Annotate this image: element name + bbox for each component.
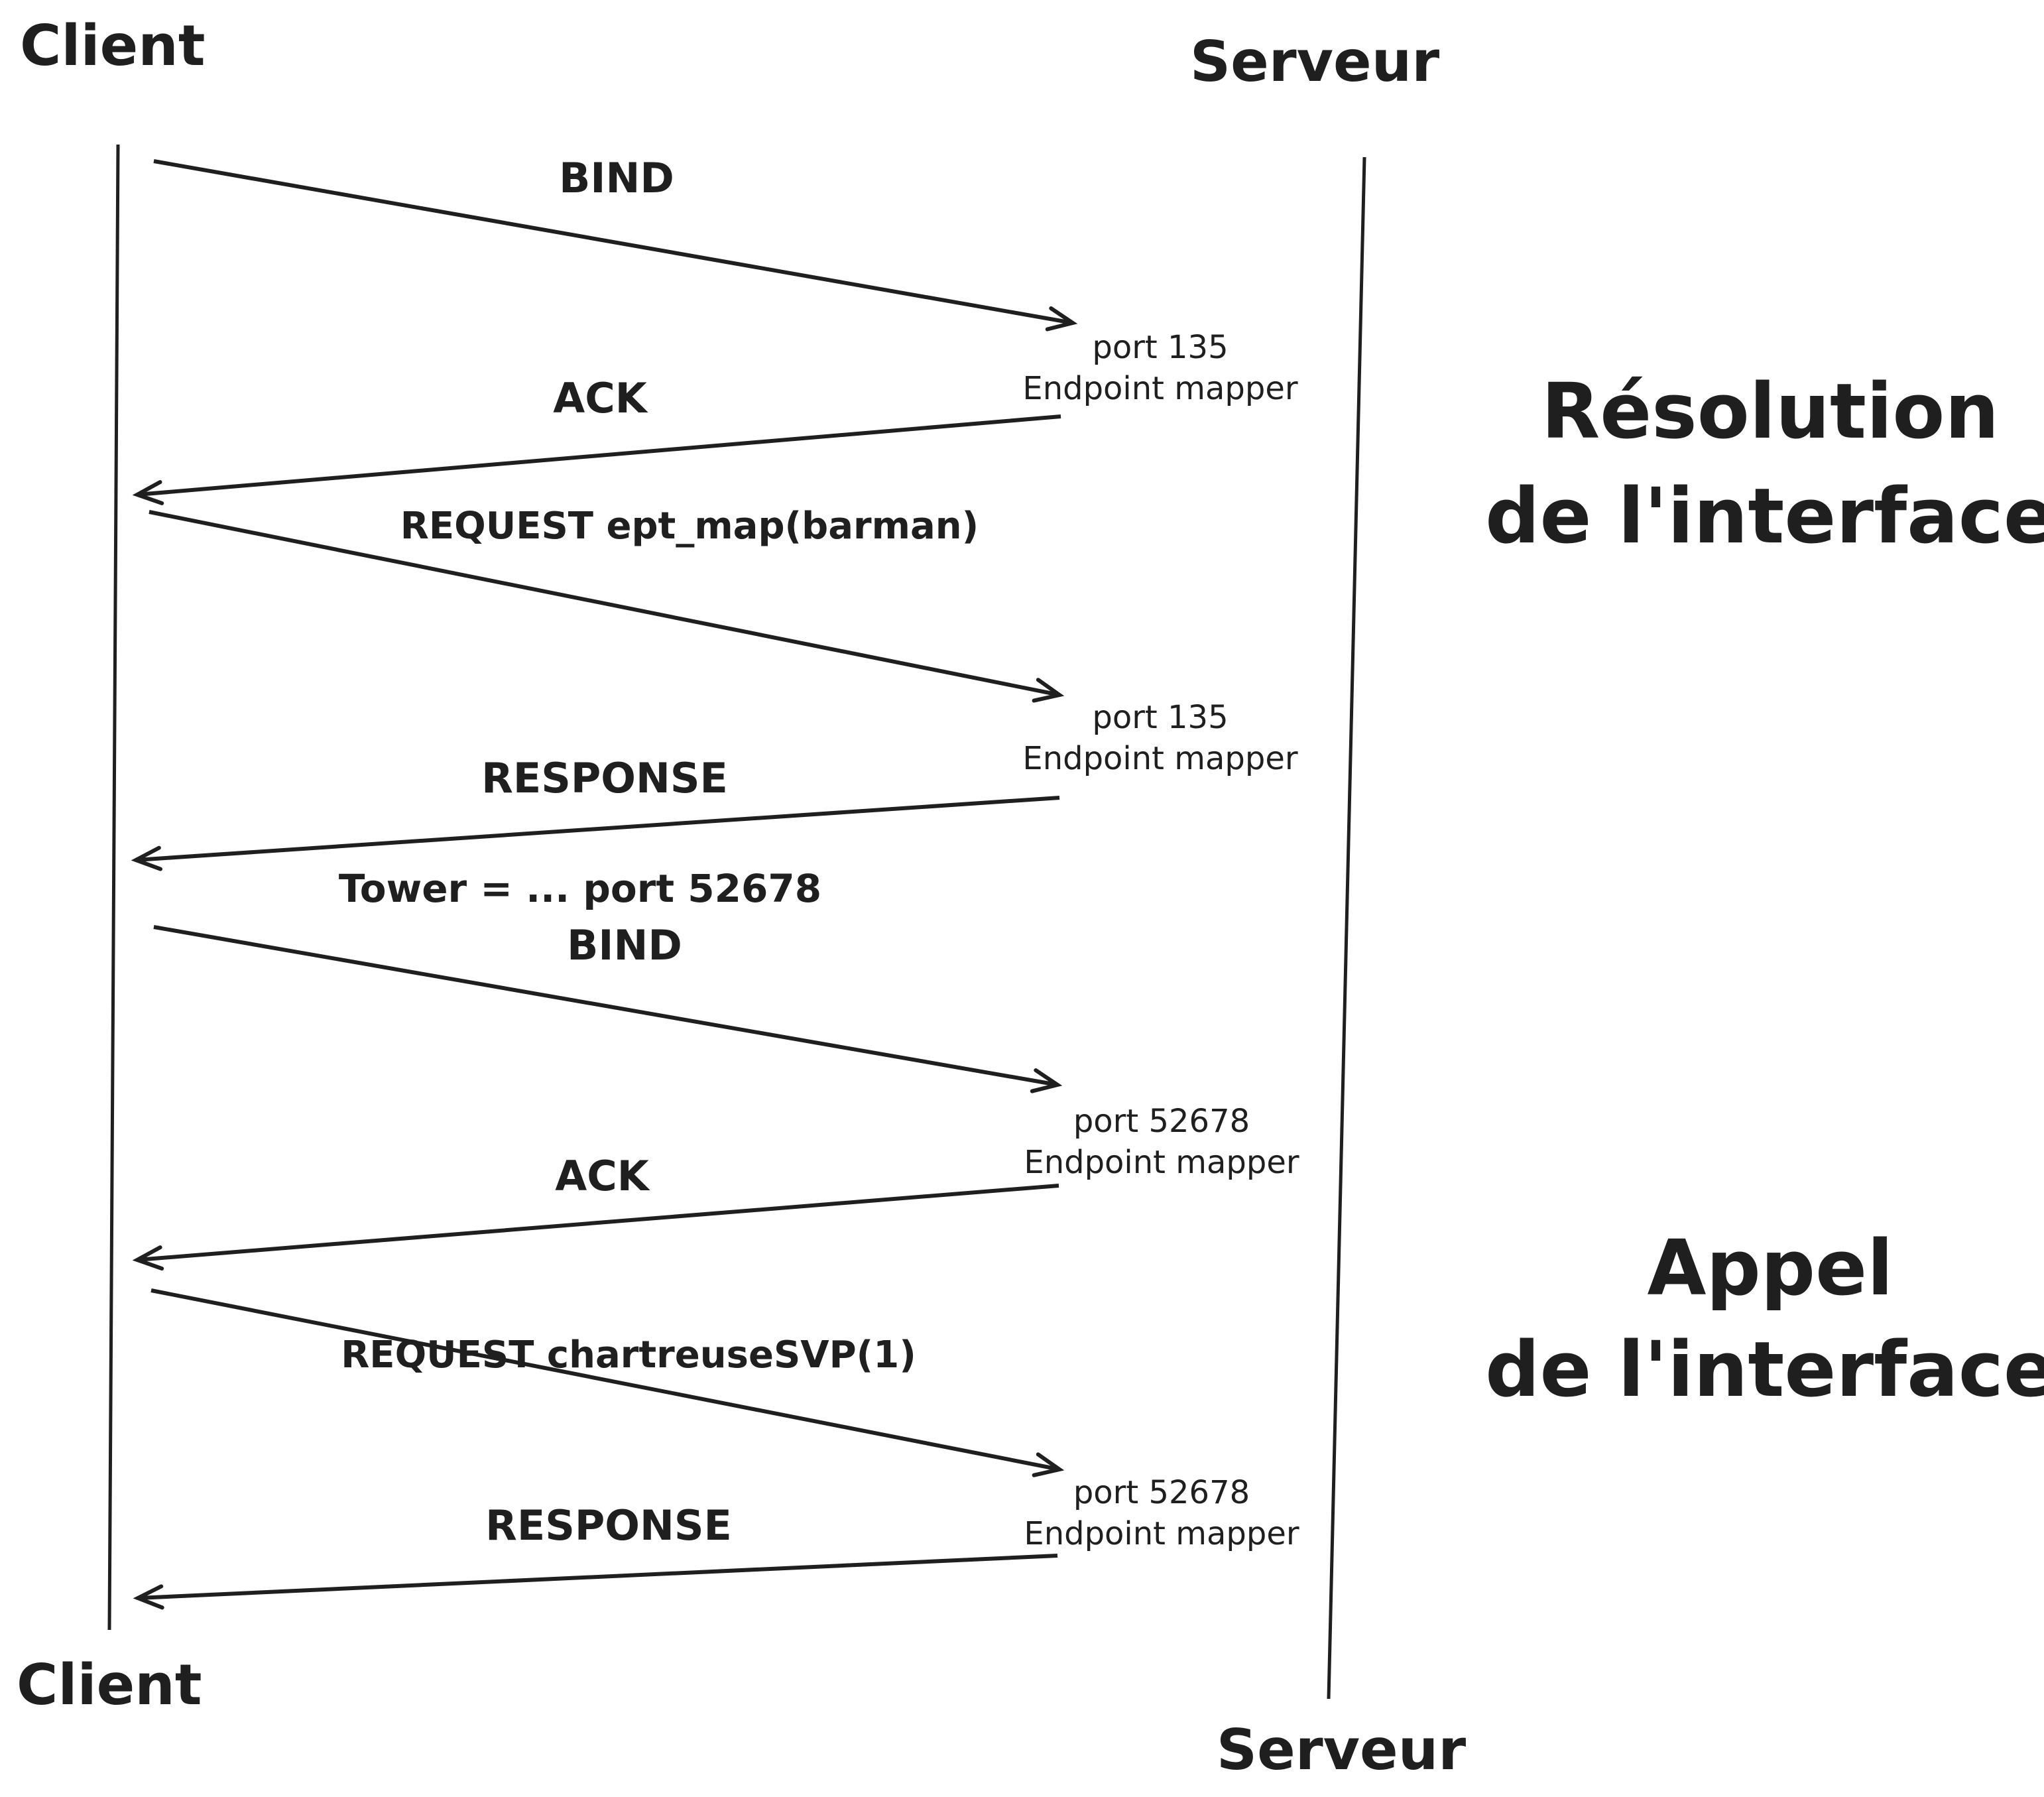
server-endpoint-annotation: Endpoint mapper (1022, 370, 1298, 407)
phase-label-resolution-line2: de l'interface (1485, 472, 2044, 561)
server-port-annotation: port 52678 (1073, 1474, 1250, 1511)
server-endpoint-annotation: Endpoint mapper (1024, 1515, 1299, 1552)
message-arrow-request-1 (149, 510, 1065, 703)
message-arrow-ack-1 (132, 414, 1061, 505)
server-port-annotation: port 52678 (1073, 1103, 1250, 1140)
message-arrow-response-1 (131, 796, 1060, 871)
server-top-label: Serveur (1190, 29, 1439, 95)
client-bottom-label: Client (17, 1652, 202, 1718)
server-port-annotation: port 135 (1092, 699, 1228, 736)
message-sublabel-tower: Tower = ... port 52678 (339, 866, 821, 911)
message-label-response-2: RESPONSE (485, 1501, 732, 1550)
message-arrow-ack-2 (132, 1184, 1059, 1271)
server-lifeline (1327, 156, 1366, 1700)
phase-label-resolution-line1: Résolution (1541, 367, 2000, 456)
client-top-label: Client (20, 13, 205, 79)
message-label-request-1: REQUEST ept_map(barman) (400, 505, 979, 548)
phase-label-appel-line2: de l'interface (1485, 1326, 2044, 1414)
client-lifeline (107, 144, 120, 1631)
server-endpoint-annotation: Endpoint mapper (1024, 1144, 1299, 1181)
message-arrow-request-2 (150, 1288, 1065, 1477)
server-endpoint-annotation: Endpoint mapper (1022, 740, 1298, 777)
message-label-bind-1: BIND (559, 154, 674, 202)
message-arrow-response-2 (133, 1554, 1058, 1610)
message-label-ack-2: ACK (555, 1152, 650, 1200)
message-label-request-2: REQUEST chartreuseSVP(1) (341, 1333, 916, 1377)
server-port-annotation: port 135 (1092, 329, 1228, 366)
message-label-response-1: RESPONSE (481, 754, 728, 802)
message-arrow-bind-2 (153, 925, 1063, 1093)
server-bottom-label: Serveur (1217, 1717, 1466, 1783)
message-arrow-bind-1 (153, 159, 1078, 332)
phase-label-appel-line1: Appel (1647, 1224, 1893, 1313)
message-label-bind-2: BIND (567, 921, 682, 969)
message-label-ack-1: ACK (553, 374, 648, 422)
